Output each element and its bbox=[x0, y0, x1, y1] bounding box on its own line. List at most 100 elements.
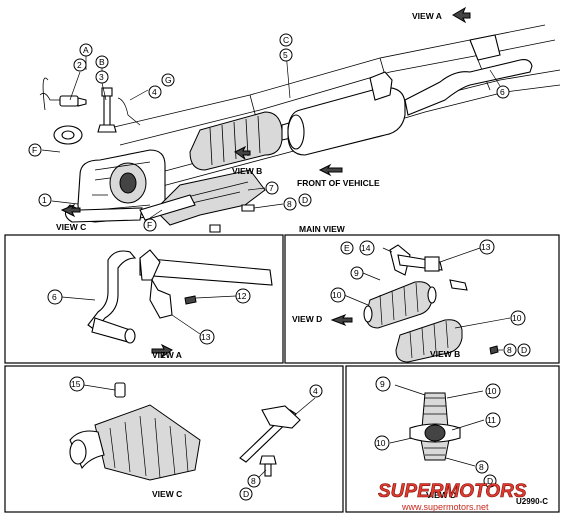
callout-4-view-c: 4 bbox=[309, 384, 323, 398]
callout-10-view-b-right: 10 bbox=[510, 310, 526, 326]
lead-8-d bbox=[445, 457, 476, 467]
callout-C: C bbox=[279, 33, 293, 47]
callout-D-view-c: D bbox=[239, 487, 253, 501]
view-d-arrow-b bbox=[330, 313, 353, 327]
lead-10-d-top bbox=[446, 390, 484, 399]
callout-6: 6 bbox=[496, 85, 510, 99]
svg-text:4: 4 bbox=[313, 386, 318, 396]
callout-7: 7 bbox=[265, 181, 279, 195]
svg-text:11: 11 bbox=[487, 415, 496, 425]
lead-10-b-right bbox=[454, 317, 511, 329]
view-a-pipe-end bbox=[91, 317, 131, 343]
svg-text:B: B bbox=[99, 57, 105, 67]
bolt-3 bbox=[97, 87, 117, 133]
callout-10-view-d-top: 10 bbox=[485, 383, 501, 399]
svg-text:8: 8 bbox=[251, 476, 256, 486]
view-d-pipe-section bbox=[424, 424, 446, 442]
lead-8-c bbox=[257, 469, 267, 479]
callout-15: 15 bbox=[69, 376, 85, 392]
view-a-arrow bbox=[151, 343, 173, 358]
view-d-label-b: VIEW D bbox=[292, 314, 322, 324]
view-b-sensor bbox=[449, 279, 468, 291]
exhaust-manifold bbox=[77, 149, 166, 223]
view-a-frame bbox=[4, 234, 284, 364]
view-c-frame bbox=[4, 365, 344, 513]
svg-text:6: 6 bbox=[52, 292, 57, 302]
lead-13-b bbox=[439, 247, 481, 263]
svg-text:5: 5 bbox=[283, 50, 288, 60]
view-a-bolt bbox=[184, 295, 197, 305]
view-b-arrow-main bbox=[234, 145, 251, 160]
y-pipe bbox=[139, 194, 196, 221]
view-c-converter bbox=[94, 404, 201, 481]
svg-text:10: 10 bbox=[332, 290, 342, 300]
view-b-label-main: VIEW B bbox=[232, 166, 262, 176]
svg-text:2: 2 bbox=[77, 60, 82, 70]
muffler-hanger bbox=[369, 71, 393, 101]
view-b: VIEW D VIEW B bbox=[292, 244, 511, 363]
lead-6 bbox=[489, 69, 501, 87]
tailpipe-hanger bbox=[469, 34, 501, 61]
lead-6-a bbox=[61, 296, 96, 301]
frame-rail-upper-2 bbox=[119, 39, 556, 146]
front-arrow bbox=[318, 163, 343, 177]
callout-D-main: D bbox=[298, 193, 312, 207]
view-a-caption: VIEW A bbox=[152, 350, 182, 360]
lead-15 bbox=[83, 384, 116, 391]
callout-9-view-d: 9 bbox=[375, 376, 391, 392]
view-c-sensor bbox=[261, 405, 301, 429]
callout-8-view-c: 8 bbox=[247, 474, 261, 488]
view-a: VIEW A bbox=[61, 249, 273, 360]
svg-text:D: D bbox=[243, 489, 249, 499]
view-d: VIEW D bbox=[389, 384, 485, 500]
watermark-brand: SUPERMOTORS bbox=[378, 481, 527, 502]
callout-13-view-b: 13 bbox=[479, 239, 495, 255]
callout-8-main: 8 bbox=[283, 197, 297, 211]
svg-text:D: D bbox=[521, 345, 527, 355]
main-view-label: MAIN VIEW bbox=[299, 224, 346, 234]
sensor-wire bbox=[117, 97, 141, 126]
callout-D-view-b: D bbox=[517, 343, 531, 357]
callout-12: 12 bbox=[235, 288, 251, 304]
muffler bbox=[287, 87, 406, 156]
lead-1 bbox=[51, 200, 79, 205]
svg-text:8: 8 bbox=[479, 462, 484, 472]
callout-4: 4 bbox=[148, 85, 162, 99]
svg-text:G: G bbox=[165, 75, 172, 85]
lead-9-b bbox=[362, 272, 381, 281]
svg-text:13: 13 bbox=[481, 242, 491, 252]
view-a-hanger bbox=[149, 278, 173, 319]
main-catalytic-converter bbox=[189, 111, 283, 171]
callout-D-view-d: D bbox=[483, 474, 497, 488]
figure-code: U2990-C bbox=[516, 497, 548, 506]
svg-text:8: 8 bbox=[287, 199, 292, 209]
frame-rail-lower-2 bbox=[154, 84, 561, 189]
view-c-arrow-main bbox=[60, 203, 81, 218]
callout-B: B bbox=[95, 55, 109, 69]
main-callouts: A 2 B 3 G 4 C 5 6 F 1 F 7 8 D bbox=[28, 33, 510, 232]
oxygen-sensor bbox=[39, 77, 87, 145]
svg-text:9: 9 bbox=[380, 379, 385, 389]
svg-text:13: 13 bbox=[201, 332, 211, 342]
main-view: VIEW A VIEW B FRONT OF VEHICLE VIEW C MA… bbox=[39, 6, 561, 234]
callout-14: 14 bbox=[359, 240, 375, 256]
callout-11: 11 bbox=[485, 412, 501, 428]
view-a-frame-rail bbox=[139, 257, 273, 286]
callout-A: A bbox=[79, 43, 93, 57]
view-d-frame bbox=[345, 365, 560, 513]
view-a-arrow-main bbox=[452, 6, 471, 24]
lead-10-d-left bbox=[389, 437, 413, 444]
lead-10-b-left bbox=[343, 294, 369, 306]
callout-8-view-b: 8 bbox=[503, 343, 517, 357]
nut-8-main bbox=[241, 204, 255, 212]
svg-text:6: 6 bbox=[500, 87, 505, 97]
svg-text:12: 12 bbox=[237, 291, 247, 301]
svg-text:7: 7 bbox=[269, 183, 274, 193]
svg-text:D: D bbox=[487, 476, 493, 486]
callout-10-view-b-left: 10 bbox=[330, 287, 346, 303]
svg-text:3: 3 bbox=[99, 72, 104, 82]
lead-4 bbox=[129, 89, 149, 101]
view-c: VIEW C bbox=[69, 382, 316, 499]
lead-11 bbox=[451, 419, 485, 431]
